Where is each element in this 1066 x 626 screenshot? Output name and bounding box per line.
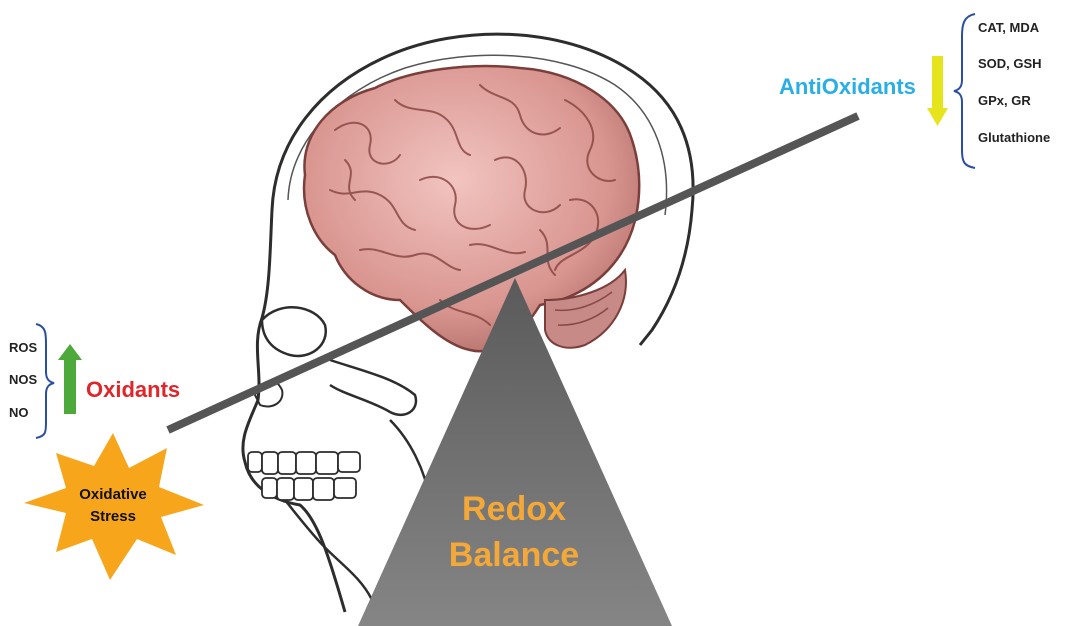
oxidants-title: Oxidants [86,377,180,403]
oxidative-stress-label: Oxidative Stress [54,484,172,528]
oxidant-item: ROS [9,340,37,355]
oxidant-item: NO [9,405,29,420]
antioxidant-item: Glutathione [978,130,1050,145]
redox-balance-line2: Balance [424,532,604,578]
antioxidant-item: GPx, GR [978,93,1031,108]
antioxidant-item: CAT, MDA [978,20,1039,35]
increase-arrow-icon [58,344,82,414]
antioxidants-title: AntiOxidants [779,74,916,100]
oxidative-stress-line2: Stress [54,506,172,528]
redox-balance-line1: Redox [424,486,604,532]
antioxidants-brace [954,14,975,168]
redox-balance-label: Redox Balance [424,486,604,578]
oxidants-brace [36,324,54,438]
decrease-arrow-icon [927,56,948,126]
oxidant-item: NOS [9,372,37,387]
oxidative-stress-line1: Oxidative [54,484,172,506]
antioxidant-item: SOD, GSH [978,56,1042,71]
